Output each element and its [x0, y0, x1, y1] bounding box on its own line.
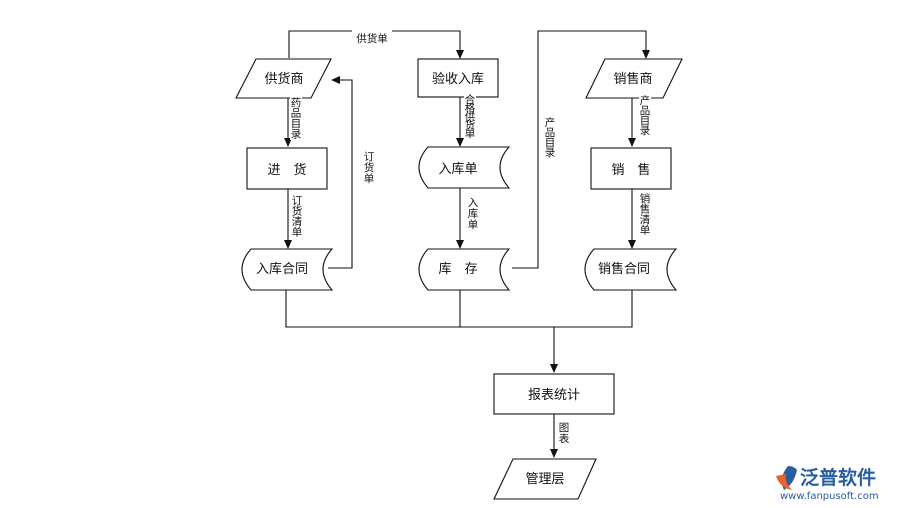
edge-label-sales-list-char: 售 [640, 203, 651, 216]
edge-label-qualified-supply-char: 合 [465, 93, 476, 106]
edge-label-order-list-char: 货 [292, 205, 303, 218]
node-management: 管理层 [525, 472, 564, 487]
edge-label-drug-catalog-char: 药 [291, 97, 302, 109]
logo-swoosh-icon [776, 474, 792, 490]
edge-label-product-catalog-b-char: 产 [640, 94, 651, 107]
edge-label-order-list-char: 订 [292, 195, 303, 207]
node-report-shape [493, 373, 615, 415]
logo-url: www.fanpusoft.com [780, 491, 879, 502]
edge-label-supply-order: 供货单 [356, 32, 388, 45]
node-inventory-shape [418, 248, 511, 291]
edge-label-order-list-char: 清 [292, 215, 303, 228]
edge-label-drug-catalog-char: 品 [291, 108, 302, 120]
edge-label-order-list-char: 单 [292, 227, 303, 239]
edge-inventory-sales-customer [512, 30, 650, 269]
node-supplier: 供货商 [264, 71, 303, 87]
node-inspection-shape [417, 58, 499, 98]
edge-label-product-catalog-a-char: 品 [545, 127, 556, 139]
edge-label-qualified-supply-char: 单 [465, 128, 476, 140]
edge-label-storage-order-label-char: 入 [468, 197, 479, 209]
edge-label-order-list-back-char: 单 [364, 173, 375, 185]
node-report: 报表统计 [528, 388, 580, 403]
node-sales-contract-shape [584, 248, 678, 291]
edge-label-product-catalog-a-char: 目 [545, 137, 556, 149]
edge-label-sales-list-char: 销 [640, 192, 651, 205]
edge-bus [285, 289, 633, 328]
edge-label-qualified-supply-char: 格 [465, 102, 476, 115]
edge-label-drug-catalog-char: 目 [291, 118, 302, 130]
node-storage-order: 入库单 [438, 161, 477, 177]
node-sales-customer: 销售商 [613, 71, 652, 87]
edge-label-qualified-supply-char: 供 [465, 110, 476, 123]
edge-label-product-catalog-b-char: 品 [640, 105, 651, 117]
edge-contract-supplier [328, 76, 353, 269]
node-supplier-shape [235, 58, 332, 99]
edge-label-qualified-supply-char: 货 [465, 119, 476, 132]
node-inventory: 库 存 [438, 261, 477, 277]
edge-label-storage-order-label-char: 单 [468, 219, 479, 231]
node-sales-shape [590, 147, 672, 190]
node-purchase-contract: 入库合同 [256, 261, 308, 277]
edge-label-product-catalog-a-char: 产 [545, 116, 556, 129]
node-storage-order-shape [418, 146, 511, 189]
edge-label-product-catalog-a-char: 录 [545, 147, 556, 159]
node-sales-customer-shape [585, 58, 683, 99]
edge-label-sales-list-char: 清 [640, 213, 651, 226]
node-purchase-shape [246, 147, 328, 190]
edge-label-drug-catalog-char: 录 [291, 129, 302, 141]
node-inspection: 验收入库 [432, 71, 484, 87]
edge-label-product-catalog-b-char: 目 [640, 115, 651, 127]
edge-label-sales-list-char: 单 [640, 225, 651, 237]
edge-label-chart-char: 表 [559, 432, 570, 445]
edge-label-storage-order-label-char: 库 [468, 207, 479, 220]
node-purchase: 进 货 [267, 162, 306, 178]
node-sales-contract: 销售合同 [598, 261, 650, 277]
edge-label-order-list-back-char: 订 [364, 151, 375, 163]
edge-label-order-list-back-char: 货 [364, 161, 375, 174]
fanpu-logo: 泛普软件 www.fanpusoft.com [776, 466, 879, 502]
edge-label-chart-char: 图 [559, 422, 570, 434]
edge-label-product-catalog-b-char: 录 [640, 125, 651, 137]
node-management-shape [493, 458, 597, 500]
node-sales: 销 售 [611, 162, 650, 178]
node-purchase-contract-shape [241, 248, 334, 291]
logo-name: 泛普软件 [800, 466, 876, 489]
